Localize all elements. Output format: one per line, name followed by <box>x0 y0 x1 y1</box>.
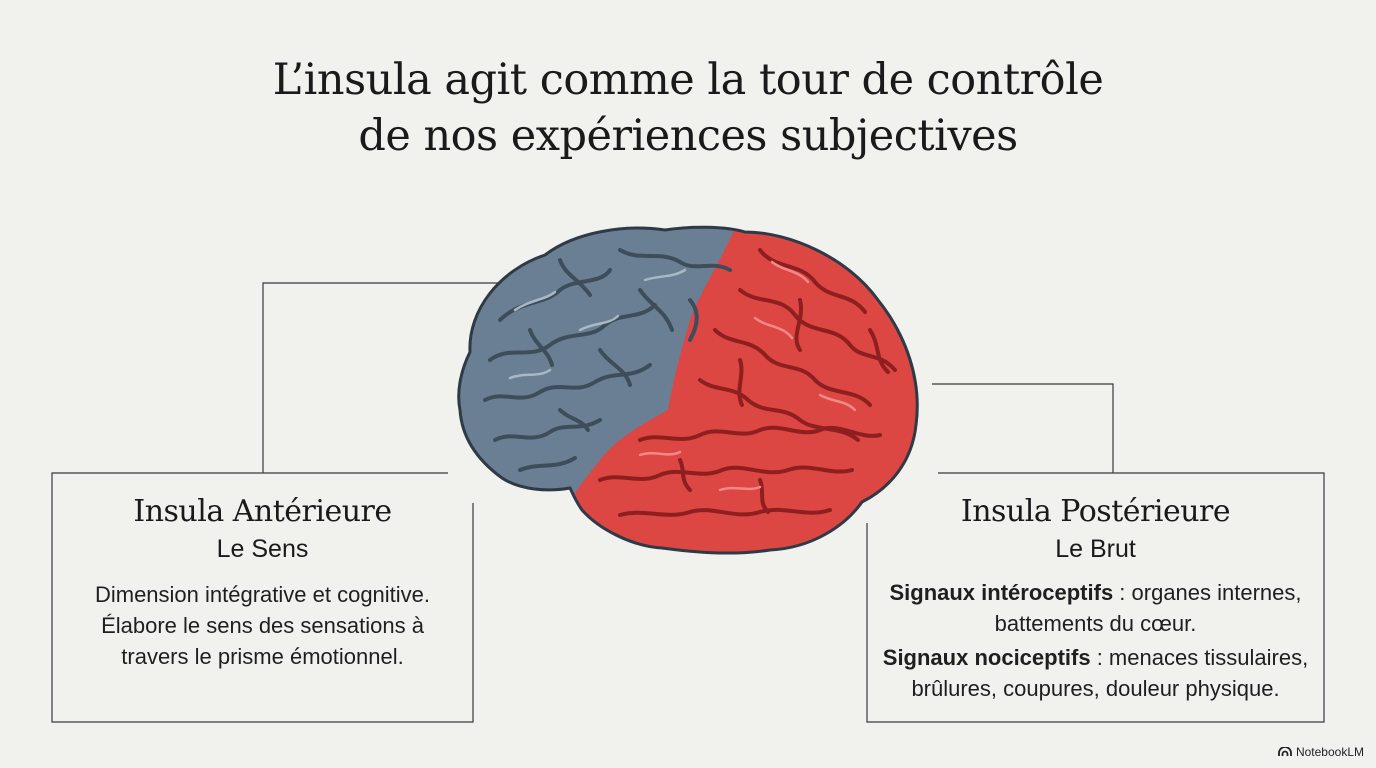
notebooklm-brand: NotebookLM <box>1278 745 1364 759</box>
interoceptive-text: : organes internes, battements du cœur. <box>994 580 1302 636</box>
posterior-description: Signaux intéroceptifs : organes internes… <box>867 577 1324 704</box>
notebooklm-logo-icon <box>1278 747 1292 756</box>
brand-label: NotebookLM <box>1295 745 1364 759</box>
anterior-description: Dimension intégrative et cognitive. Élab… <box>94 582 431 669</box>
posterior-subtitle: Le Brut <box>1055 535 1136 563</box>
title-line-2: de nos expériences subjectives <box>358 111 1018 161</box>
interoceptive-signals-item: Signaux intéroceptifs : organes internes… <box>875 577 1316 639</box>
nociceptive-signals-item: Signaux nociceptifs : menaces tissulaire… <box>875 642 1316 704</box>
anterior-heading: Insula Antérieure <box>133 494 392 529</box>
nociceptive-label: Signaux nociceptifs <box>882 645 1091 670</box>
nociceptive-text: : menaces tissulaires, brûlures, coupure… <box>911 645 1309 701</box>
title-line-1: L’insula agit comme la tour de contrôle <box>272 55 1104 105</box>
right-panel-border <box>866 472 1325 723</box>
posterior-insula-panel: Insula Postérieure Le Brut Signaux intér… <box>867 473 1324 722</box>
interoceptive-label: Signaux intéroceptifs <box>889 580 1114 605</box>
left-panel-border <box>51 472 474 723</box>
left-connector <box>262 282 500 473</box>
anterior-region <box>458 227 745 520</box>
right-connector <box>932 383 1114 473</box>
anterior-subtitle: Le Sens <box>216 535 309 563</box>
page-title: L’insula agit comme la tour de contrôle … <box>0 52 1376 164</box>
anterior-insula-panel: Insula Antérieure Le Sens Dimension inté… <box>52 473 473 722</box>
brain-outline <box>457 225 919 555</box>
posterior-heading: Insula Postérieure <box>960 494 1231 529</box>
